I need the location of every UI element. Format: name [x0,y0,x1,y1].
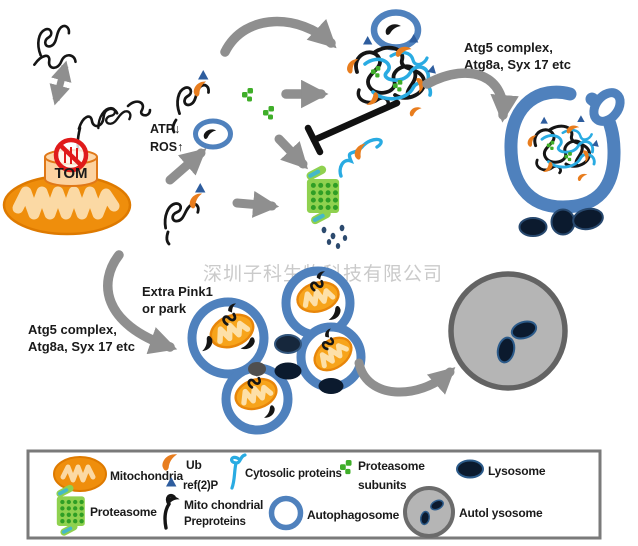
double-arrow-icon [49,60,72,106]
legend-ub-label: Ub [186,458,202,472]
atg5-bottom-label-line2: Atg8a, Syx 17 etc [28,339,135,354]
legend-autophagosome-label: Autophagosome [307,508,400,522]
proteasome-subunits-icon [242,88,253,102]
autophagosome-with-aggregate [504,85,625,214]
extra-pink1-label-line1: Extra Pink1 [142,284,213,299]
atp-label: ATP↓ [150,122,180,136]
legend-lysosome-icon [456,459,484,479]
atg5-top-label-line2: Atg8a, Syx 17 etc [464,57,571,72]
cytosolic-preproteins-cluster-tom [75,100,152,159]
ros-label: ROS↑ [150,140,183,154]
lysosome-icon [518,217,548,237]
arrow-to-autophagosome [165,148,207,185]
legend-autolysosome-label: Autol ysosome [459,506,543,520]
ubiquitinated-cytosolic-protein [338,137,383,178]
autolysosome [448,271,568,391]
legend-proteasome-label: Proteasome [90,505,157,519]
legend-subunits-label-line1: Proteasome [358,459,425,473]
legend-preprotein-icon [163,493,180,530]
lysosome-icon [248,362,266,376]
legend-mitochondria-icon [53,456,107,492]
mitophagosome [187,300,269,379]
cytosolic-protein-icon [338,137,383,178]
legend-subunits-label-line2: subunits [358,478,407,492]
legend-preprotein-label-line1: Mito chondrial [184,498,263,512]
arrow-to-autolysosome [354,358,456,397]
tom-complex: TOM [44,137,98,187]
arrow-arc-to-aggregate [220,16,337,57]
mitophagosome [296,324,366,392]
legend-autolysosome-icon [403,486,455,538]
legend-cytosolic-label: Cytosolic proteins [245,468,342,480]
atg5-bottom-label-line1: Atg5 complex, [28,322,117,337]
ref2p-icon [195,183,206,193]
preprotein-squiggle-icon [126,100,152,117]
cytosolic-preproteins-cluster-top [33,24,78,73]
legend: Mitochondria Ub ref(2)P Cytosolic protei… [26,449,602,540]
digested-cargo-icon [496,336,516,364]
legend-lysosome-label: Lysosome [488,464,546,478]
cristae [12,186,120,220]
extra-pink1-label-line2: or park [142,301,187,316]
lysosome-icon [572,207,604,231]
ub-icon [192,81,209,97]
lysosome-icon [274,334,302,354]
proteasome [305,164,340,226]
atg5-top-label-line1: Atg5 complex, [464,40,553,55]
lysosome-icon [274,362,302,380]
lysosome-icon [318,378,344,394]
arrow-to-big-autophagosome [422,68,519,123]
legend-mitochondria-label: Mitochondria [110,469,183,483]
engulfed-aggregate [526,115,600,182]
autophagosome-membrane [504,85,621,214]
proteasome-subunits-icon [263,106,274,120]
legend-ref2p-label: ref(2)P [183,480,219,492]
arrow-to-mitophagosomes [103,250,178,355]
legend-box [26,449,602,540]
arrow-to-proteasome-diag [274,134,308,170]
ubiquitinated-preprotein-lower [163,183,206,246]
legend-cytosolic-protein-icon [230,453,247,490]
membrane-loop [589,88,625,126]
arrow-to-proteasome [232,190,280,218]
nascent-autophagosome [193,118,233,150]
blocked-import-icon [53,137,89,173]
preprotein-squiggle-icon [174,83,213,116]
lysosome-group-right [518,207,604,237]
inhibition-bar-icon [304,99,401,156]
legend-autophagosome-icon [268,495,304,531]
ubiquitinated-preprotein-upper [171,70,213,134]
preprotein-squiggle-icon [34,24,74,57]
lysosome-icon [550,208,576,236]
legend-preprotein-label-line2: Preproteins [184,516,246,528]
ref2p-icon [198,70,209,80]
mitochondrion [2,174,132,236]
mitophagosome-cluster [187,269,366,435]
degradation-products [321,224,348,249]
digested-cargo-icon [510,320,538,340]
tom-label: TOM [54,165,87,182]
